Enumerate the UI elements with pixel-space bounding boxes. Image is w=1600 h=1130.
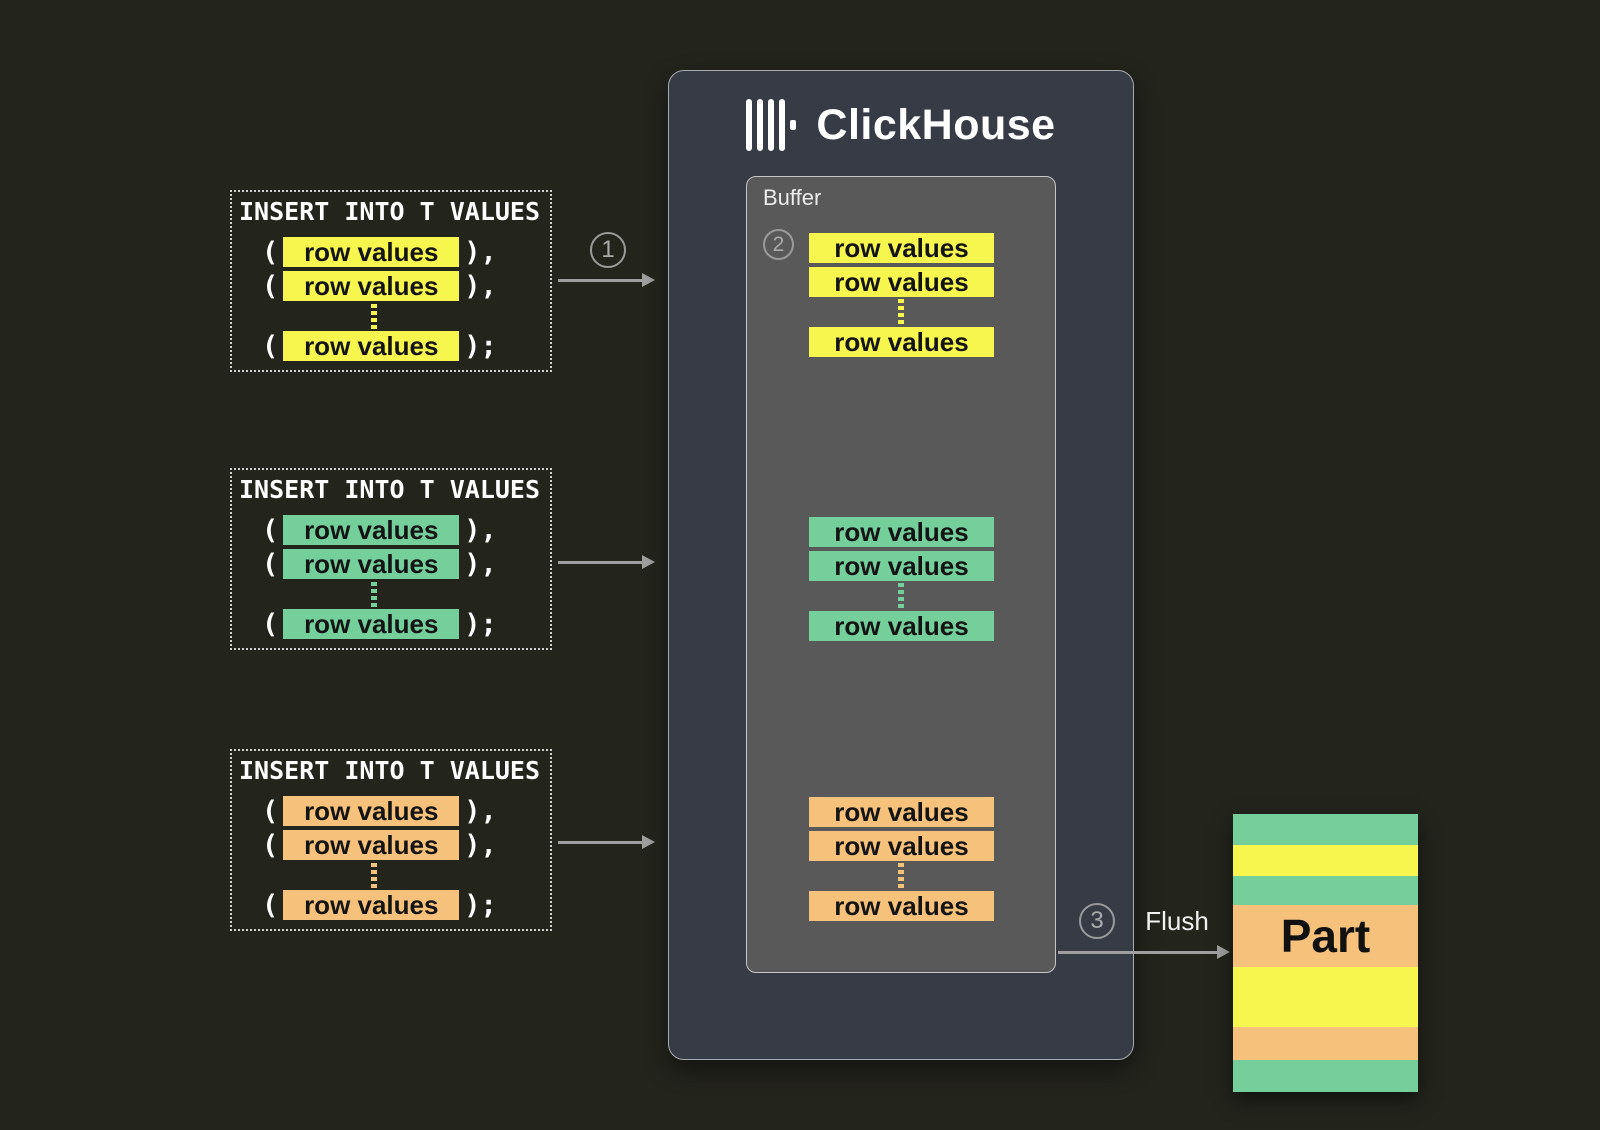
buffer-label: Buffer <box>763 185 822 210</box>
clickhouse-header: ClickHouse <box>669 99 1133 151</box>
part-stripe: Part <box>1233 905 1418 967</box>
insert-row: ( row values ); <box>262 608 497 640</box>
open-paren: ( <box>262 548 279 580</box>
open-paren: ( <box>262 270 279 302</box>
ellipsis-dots-icon <box>371 582 377 608</box>
part-stripe <box>1233 967 1418 1027</box>
insert-statement-text: INSERT INTO T VALUES <box>239 197 541 226</box>
insert-row: ( row values ), <box>262 548 497 580</box>
open-paren: ( <box>262 330 279 362</box>
part-box: Part <box>1233 814 1418 1092</box>
close-paren: ), <box>464 270 497 302</box>
part-stripe <box>1233 845 1418 876</box>
ellipsis-dots-icon <box>371 863 377 889</box>
insert-row: ( row values ), <box>262 514 497 546</box>
insert-row: ( row values ); <box>262 330 497 362</box>
row-values-pill: row values <box>283 515 460 545</box>
arrow-insert-3 <box>558 835 655 849</box>
row-values-pill: row values <box>809 327 994 357</box>
open-paren: ( <box>262 829 279 861</box>
open-paren: ( <box>262 889 279 921</box>
part-stripe <box>1233 814 1418 845</box>
clickhouse-logo-icon <box>746 99 797 151</box>
part-label: Part <box>1280 910 1371 962</box>
close-paren: ), <box>464 795 497 827</box>
ellipsis-dots-icon <box>898 583 904 609</box>
insert-row: ( row values ), <box>262 795 497 827</box>
close-paren: ), <box>464 829 497 861</box>
row-values-pill: row values <box>809 611 994 641</box>
insert-row: ( row values ), <box>262 270 497 302</box>
buffer-batch-green: row values row values row values <box>809 517 994 641</box>
ellipsis-dots-icon <box>898 299 904 325</box>
row-values-pill: row values <box>809 233 994 263</box>
row-values-pill: row values <box>809 831 994 861</box>
close-paren: ); <box>464 608 497 640</box>
row-values-pill: row values <box>809 267 994 297</box>
insert-query-block-2: INSERT INTO T VALUES ( row values ), ( r… <box>230 468 552 650</box>
arrow-insert-2 <box>558 555 655 569</box>
row-values-pill: row values <box>809 551 994 581</box>
row-values-pill: row values <box>283 331 460 361</box>
insert-statement-text: INSERT INTO T VALUES <box>239 756 541 785</box>
buffer-panel: Buffer 2 row values row values row value… <box>746 176 1056 973</box>
close-paren: ); <box>464 330 497 362</box>
insert-row: ( row values ), <box>262 236 497 268</box>
close-paren: ), <box>464 548 497 580</box>
close-paren: ), <box>464 514 497 546</box>
row-values-pill: row values <box>283 890 460 920</box>
part-stripe <box>1233 1027 1418 1060</box>
row-values-pill: row values <box>809 891 994 921</box>
flush-label: Flush <box>1145 906 1209 936</box>
insert-row: ( row values ), <box>262 829 497 861</box>
step-1-badge: 1 <box>590 232 626 268</box>
row-values-pill: row values <box>283 237 460 267</box>
insert-query-block-3: INSERT INTO T VALUES ( row values ), ( r… <box>230 749 552 931</box>
open-paren: ( <box>262 795 279 827</box>
row-values-pill: row values <box>809 517 994 547</box>
step-2-badge: 2 <box>763 229 794 260</box>
ellipsis-dots-icon <box>898 863 904 889</box>
insert-statement-text: INSERT INTO T VALUES <box>239 475 541 504</box>
row-values-pill: row values <box>283 271 460 301</box>
part-stripe <box>1233 1060 1418 1092</box>
step-3-badge: 3 <box>1079 903 1115 939</box>
open-paren: ( <box>262 514 279 546</box>
row-values-pill: row values <box>283 830 460 860</box>
row-values-pill: row values <box>283 609 460 639</box>
buffer-batch-yellow: row values row values row values <box>809 233 994 357</box>
row-values-pill: row values <box>283 549 460 579</box>
ellipsis-dots-icon <box>371 304 377 330</box>
close-paren: ); <box>464 889 497 921</box>
insert-row: ( row values ); <box>262 889 497 921</box>
row-values-pill: row values <box>283 796 460 826</box>
arrow-flush <box>1058 945 1230 959</box>
arrow-insert-1 <box>558 273 655 287</box>
open-paren: ( <box>262 236 279 268</box>
close-paren: ), <box>464 236 497 268</box>
part-stripe <box>1233 876 1418 905</box>
buffer-batch-orange: row values row values row values <box>809 797 994 921</box>
insert-query-block-1: INSERT INTO T VALUES ( row values ), ( r… <box>230 190 552 372</box>
clickhouse-title: ClickHouse <box>816 100 1056 149</box>
row-values-pill: row values <box>809 797 994 827</box>
clickhouse-server-panel: ClickHouse Buffer 2 row values row value… <box>668 70 1134 1060</box>
open-paren: ( <box>262 608 279 640</box>
